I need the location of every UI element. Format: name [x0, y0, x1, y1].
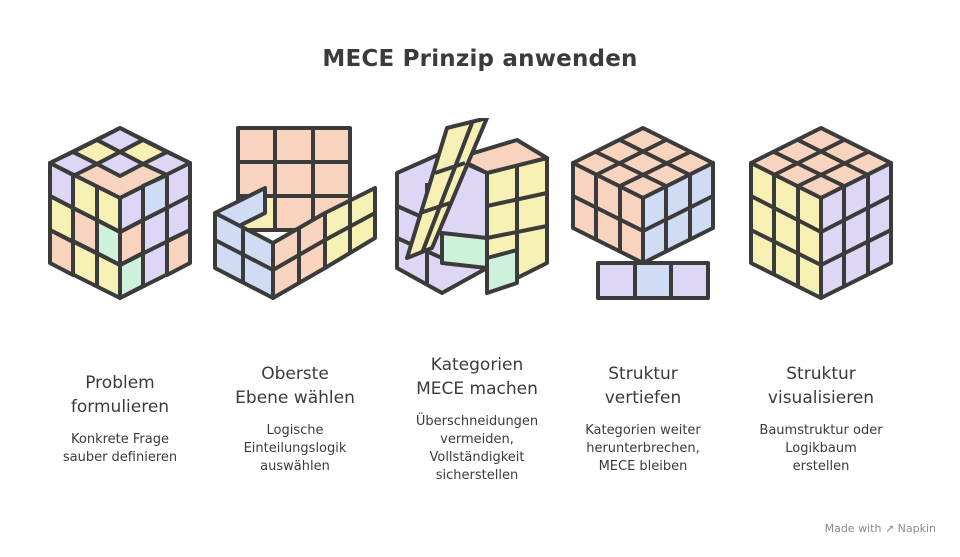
- cube-1-svg: [48, 126, 192, 300]
- footer-attribution: Made with➚Napkin: [825, 522, 936, 535]
- split-cube-icon: [553, 118, 733, 318]
- cube-4-svg: [571, 126, 715, 300]
- solved-cube-icon: [731, 118, 911, 318]
- layered-cube-icon: [205, 118, 385, 318]
- cube-3-svg: [395, 118, 549, 295]
- brand-name: Napkin: [897, 522, 936, 535]
- napkin-logo-icon: ➚: [885, 522, 895, 535]
- cube-2-svg: [213, 126, 377, 300]
- exploded-cube-icon: [387, 118, 567, 318]
- page-title: MECE Prinzip anwenden: [322, 46, 638, 72]
- cube-5-svg: [749, 126, 893, 300]
- rubiks-cube-icon: [30, 118, 210, 318]
- made-with-text: Made with: [824, 522, 882, 535]
